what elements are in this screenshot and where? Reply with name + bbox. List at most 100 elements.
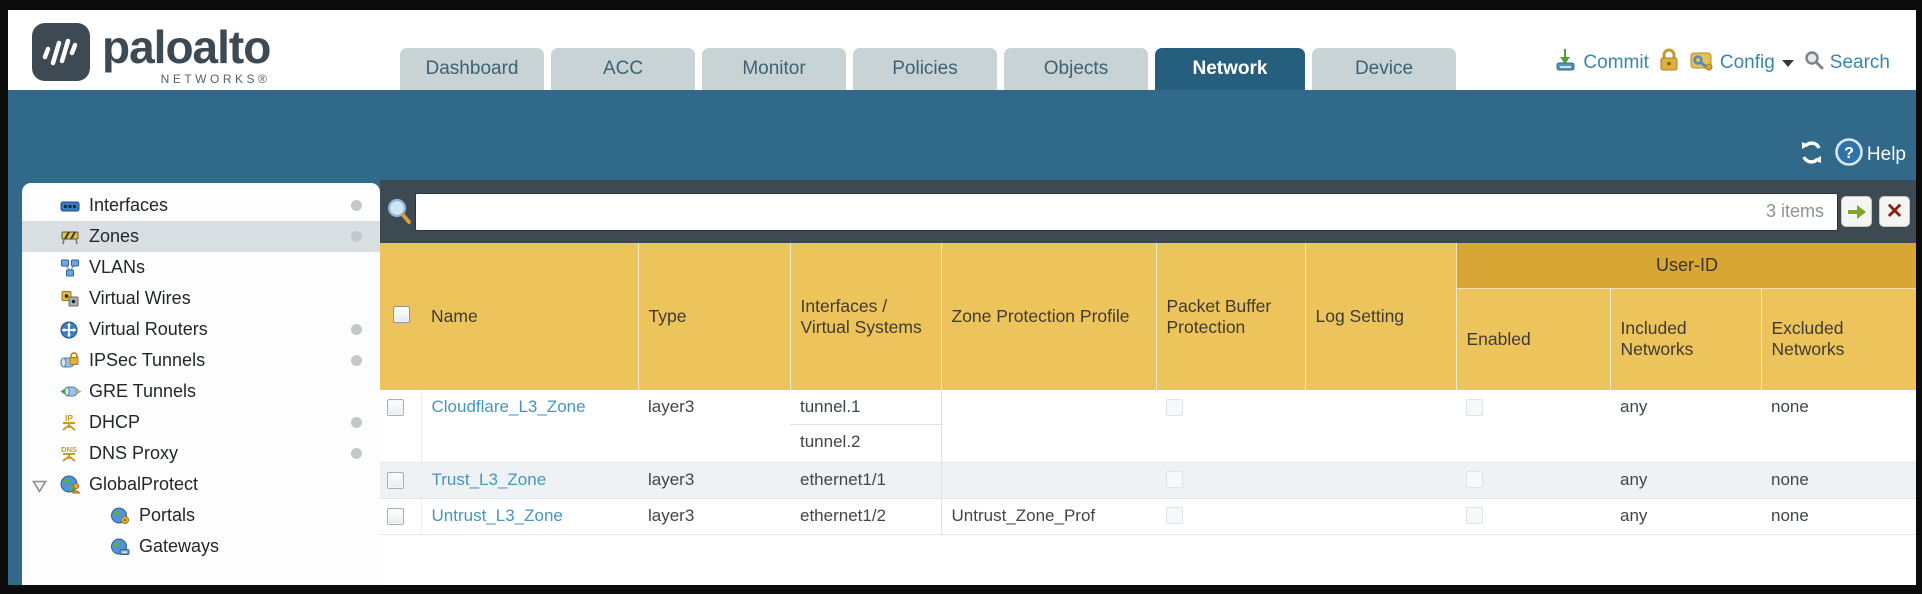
zones-table: Name Type Interfaces / Virtual Systems Z…: [380, 243, 1916, 535]
user-id-enabled-checkbox[interactable]: [1466, 470, 1483, 488]
sub-header-band: ? Help: [8, 90, 1916, 180]
globalprotect-icon: [60, 475, 82, 495]
tab-acc[interactable]: ACC: [551, 48, 695, 90]
main-area: Interfaces Zones VLANs Vir: [8, 180, 1916, 585]
column-header-packet-buffer-protection[interactable]: Packet Buffer Protection: [1156, 243, 1306, 390]
log-setting: [1305, 462, 1456, 499]
table-row: Trust_L3_Zone layer3 ethernet1/1 any non…: [380, 462, 1916, 499]
zones-icon: [60, 227, 82, 247]
included-networks: any: [1610, 462, 1761, 499]
excluded-networks: none: [1761, 462, 1916, 499]
lock-icon[interactable]: [1658, 48, 1680, 78]
column-header-enabled[interactable]: Enabled: [1456, 288, 1611, 390]
filter-input[interactable]: [415, 193, 1838, 231]
packet-buffer-protection-checkbox[interactable]: [1166, 506, 1183, 524]
dns-proxy-icon: DNS: [60, 444, 82, 464]
zone-protection-profile: [941, 390, 1156, 463]
network-sidebar: Interfaces Zones VLANs Vir: [22, 183, 380, 585]
interface-value: tunnel.2: [800, 432, 861, 451]
collapse-triangle-icon[interactable]: [32, 477, 47, 498]
sidebar-item-ipsec-tunnels[interactable]: IPSec Tunnels: [22, 345, 380, 376]
log-setting: [1305, 498, 1456, 535]
gre-tunnels-icon: [60, 382, 82, 402]
help-icon: ?: [1835, 138, 1863, 172]
zone-name-link[interactable]: Cloudflare_L3_Zone: [431, 397, 586, 416]
table-row: Cloudflare_L3_Zone layer3 tunnel.1 tunne…: [380, 390, 1916, 463]
apply-filter-button[interactable]: [1841, 196, 1872, 227]
virtual-routers-icon: [60, 320, 82, 340]
config-icon: [1689, 48, 1715, 78]
column-header-interfaces[interactable]: Interfaces / Virtual Systems: [790, 243, 942, 390]
tab-monitor[interactable]: Monitor: [702, 48, 846, 90]
commit-icon: [1554, 48, 1578, 78]
status-dot: [351, 355, 362, 366]
sidebar-item-interfaces[interactable]: Interfaces: [22, 190, 380, 221]
tab-network[interactable]: Network: [1155, 48, 1305, 90]
column-header-included-networks[interactable]: Included Networks: [1610, 288, 1762, 390]
global-search[interactable]: Search: [1803, 49, 1890, 77]
svg-text:DNS: DNS: [61, 445, 77, 454]
column-header-zone-protection-profile[interactable]: Zone Protection Profile: [941, 243, 1157, 390]
column-header-name[interactable]: Name: [421, 243, 639, 390]
sidebar-item-portals[interactable]: Portals: [22, 500, 380, 531]
status-dot: [351, 448, 362, 459]
column-header-log-setting[interactable]: Log Setting: [1305, 243, 1457, 390]
clear-filter-button[interactable]: ✕: [1879, 196, 1910, 227]
sidebar-item-virtual-routers[interactable]: Virtual Routers: [22, 314, 380, 345]
interfaces-icon: [60, 196, 82, 216]
excluded-networks: none: [1761, 498, 1916, 535]
tab-device[interactable]: Device: [1312, 48, 1456, 90]
dhcp-icon: IP: [60, 413, 82, 433]
select-all-checkbox[interactable]: [393, 305, 410, 323]
column-group-user-id: User-ID: [1456, 243, 1916, 289]
sidebar-item-dhcp[interactable]: IP DHCP: [22, 407, 380, 438]
config-menu[interactable]: Config: [1689, 48, 1794, 78]
zone-protection-profile: [941, 462, 1156, 499]
column-header-type[interactable]: Type: [638, 243, 791, 390]
virtual-wires-icon: [60, 289, 82, 309]
status-dot: [351, 417, 362, 428]
commit-button[interactable]: Commit: [1554, 48, 1649, 78]
table-row: Untrust_L3_Zone layer3 ethernet1/2 Untru…: [380, 498, 1916, 535]
tab-dashboard[interactable]: Dashboard: [400, 48, 544, 90]
row-checkbox[interactable]: [387, 471, 404, 489]
tab-objects[interactable]: Objects: [1004, 48, 1148, 90]
sidebar-item-gateways[interactable]: Gateways: [22, 531, 380, 562]
portals-icon: [110, 506, 132, 526]
zone-name-link[interactable]: Untrust_L3_Zone: [431, 505, 563, 525]
content-panel: 3 items ✕: [380, 180, 1916, 585]
help-button[interactable]: ? Help: [1835, 138, 1906, 172]
interface-value: tunnel.1: [790, 390, 941, 425]
items-count: 3 items: [1765, 201, 1824, 221]
config-caret-icon: [1781, 59, 1794, 67]
sidebar-item-virtual-wires[interactable]: Virtual Wires: [22, 283, 380, 314]
included-networks: any: [1610, 498, 1761, 535]
row-checkbox[interactable]: [387, 507, 404, 525]
svg-text:IP: IP: [65, 413, 73, 423]
svg-text:?: ?: [1844, 145, 1854, 162]
row-checkbox[interactable]: [387, 399, 404, 416]
vlans-icon: [60, 258, 82, 278]
tab-policies[interactable]: Policies: [853, 48, 997, 90]
sidebar-item-vlans[interactable]: VLANs: [22, 252, 380, 283]
zone-name-link[interactable]: Trust_L3_Zone: [431, 469, 547, 489]
refresh-icon[interactable]: [1798, 139, 1825, 172]
interface-value: ethernet1/2: [800, 505, 887, 525]
column-header-excluded-networks[interactable]: Excluded Networks: [1761, 288, 1916, 390]
included-networks: any: [1610, 390, 1761, 463]
packet-buffer-protection-checkbox[interactable]: [1166, 470, 1183, 488]
excluded-networks: none: [1761, 390, 1916, 463]
sidebar-item-globalprotect[interactable]: GlobalProtect: [22, 469, 380, 500]
user-id-enabled-checkbox[interactable]: [1466, 506, 1483, 524]
sidebar-item-dns-proxy[interactable]: DNS DNS Proxy: [22, 438, 380, 469]
sidebar-item-zones[interactable]: Zones: [22, 221, 380, 252]
zone-protection-profile: Untrust_Zone_Prof: [941, 498, 1156, 535]
packet-buffer-protection-checkbox[interactable]: [1166, 399, 1183, 416]
brand-logo: paloalto NETWORKS®: [32, 23, 271, 86]
header-toolbar: Commit Config: [1554, 48, 1890, 78]
paloalto-logo-icon: [32, 23, 90, 81]
zone-type: layer3: [638, 498, 790, 535]
zone-type: layer3: [638, 390, 790, 463]
user-id-enabled-checkbox[interactable]: [1466, 399, 1483, 416]
sidebar-item-gre-tunnels[interactable]: GRE Tunnels: [22, 376, 380, 407]
